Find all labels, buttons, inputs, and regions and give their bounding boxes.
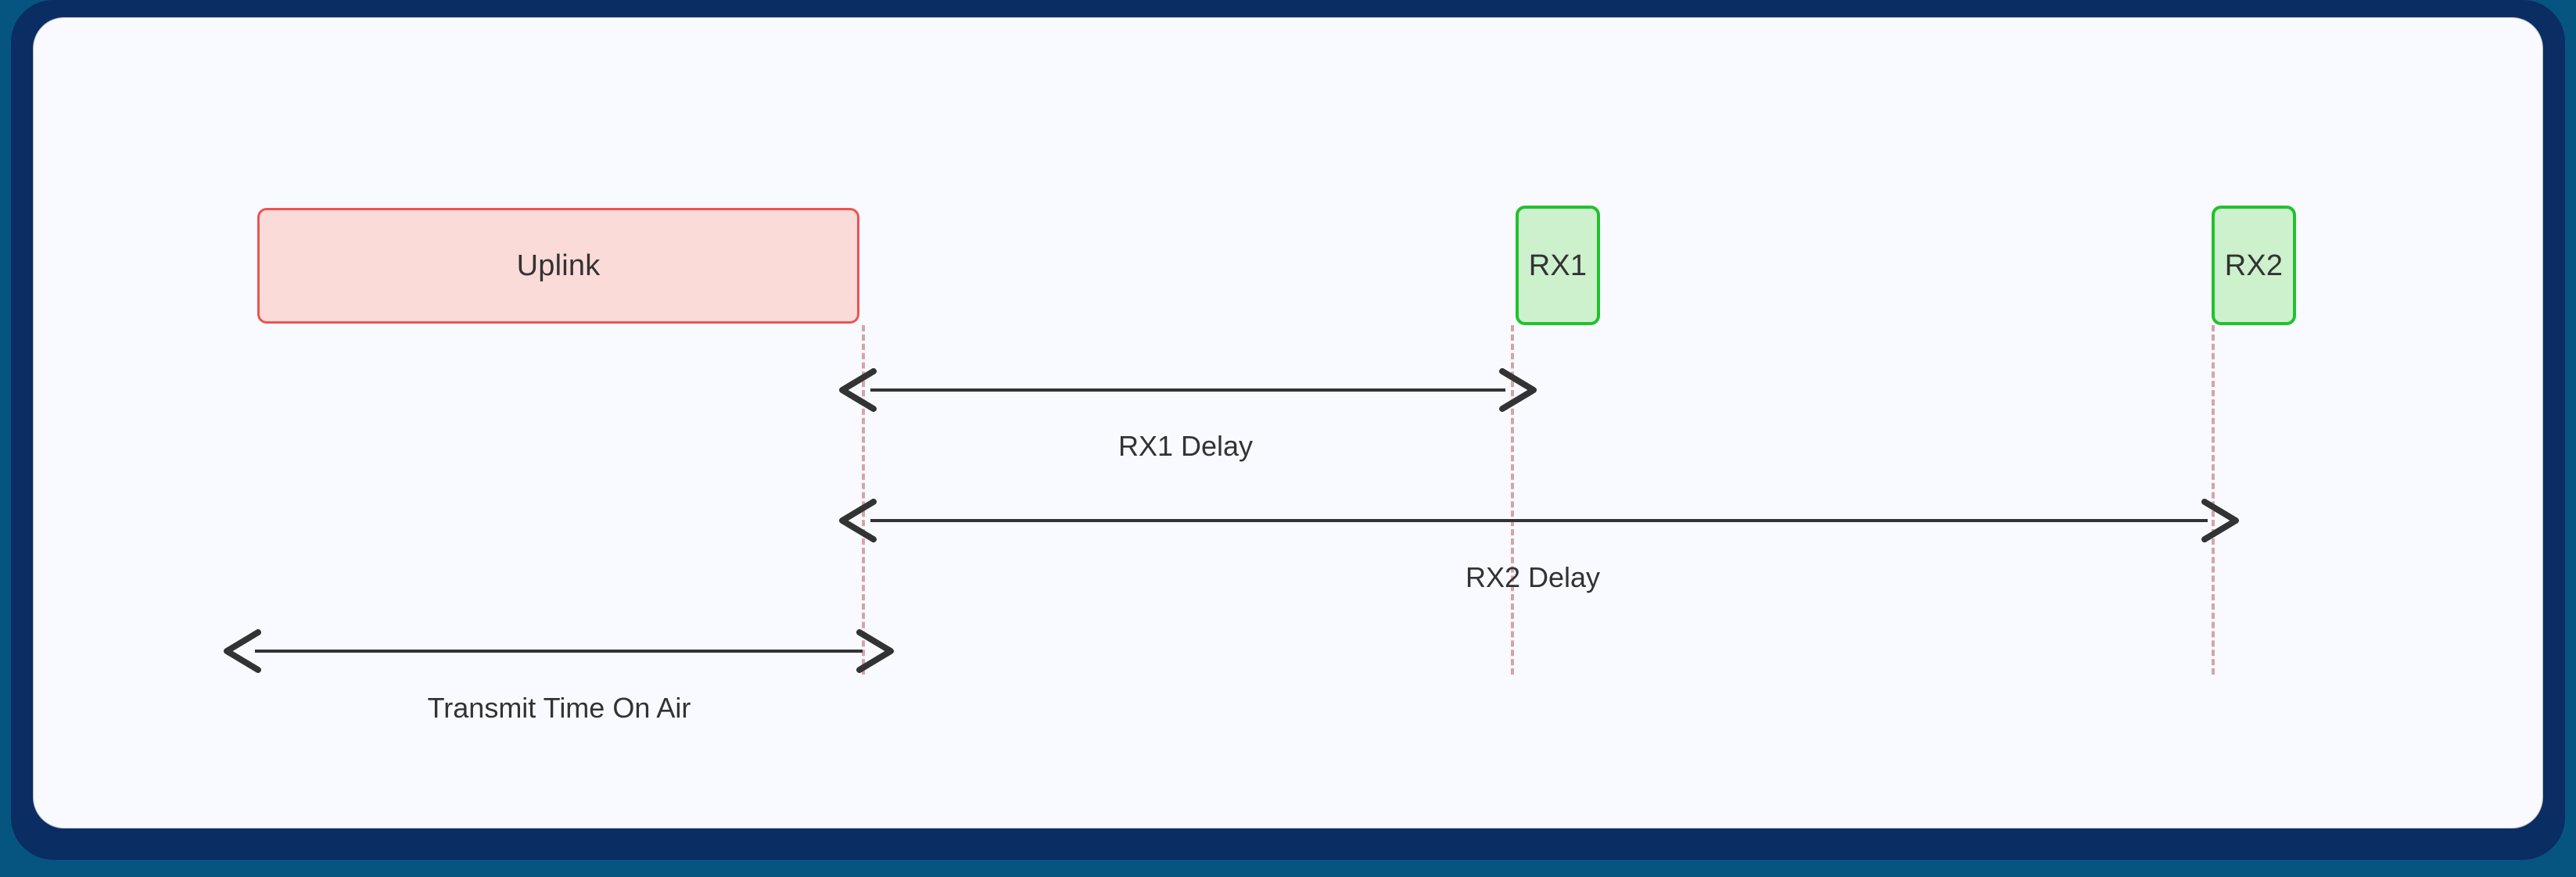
node-rx2-label: RX2 <box>2224 249 2284 282</box>
lifeline-rx1 <box>1511 325 1514 675</box>
node-rx1-label: RX1 <box>1528 249 1588 282</box>
arrow-label-transmit-time-on-air: Transmit Time On Air <box>427 692 691 724</box>
lifeline-uplink <box>862 325 865 675</box>
diagram-card: Uplink RX1 RX2 <box>33 17 2543 829</box>
arrow-label-rx1-delay: RX1 Delay <box>1118 430 1254 462</box>
node-uplink-label: Uplink <box>516 249 601 282</box>
node-rx1[interactable]: RX1 <box>1516 206 1600 325</box>
node-uplink[interactable]: Uplink <box>257 208 859 324</box>
lifeline-rx2 <box>2212 325 2215 675</box>
arrow-label-rx2-delay: RX2 Delay <box>1465 561 1601 593</box>
sequence-diagram-canvas: Uplink RX1 RX2 <box>34 18 2542 828</box>
measurement-arrow-layer <box>224 368 2239 673</box>
node-rx2[interactable]: RX2 <box>2212 206 2296 325</box>
